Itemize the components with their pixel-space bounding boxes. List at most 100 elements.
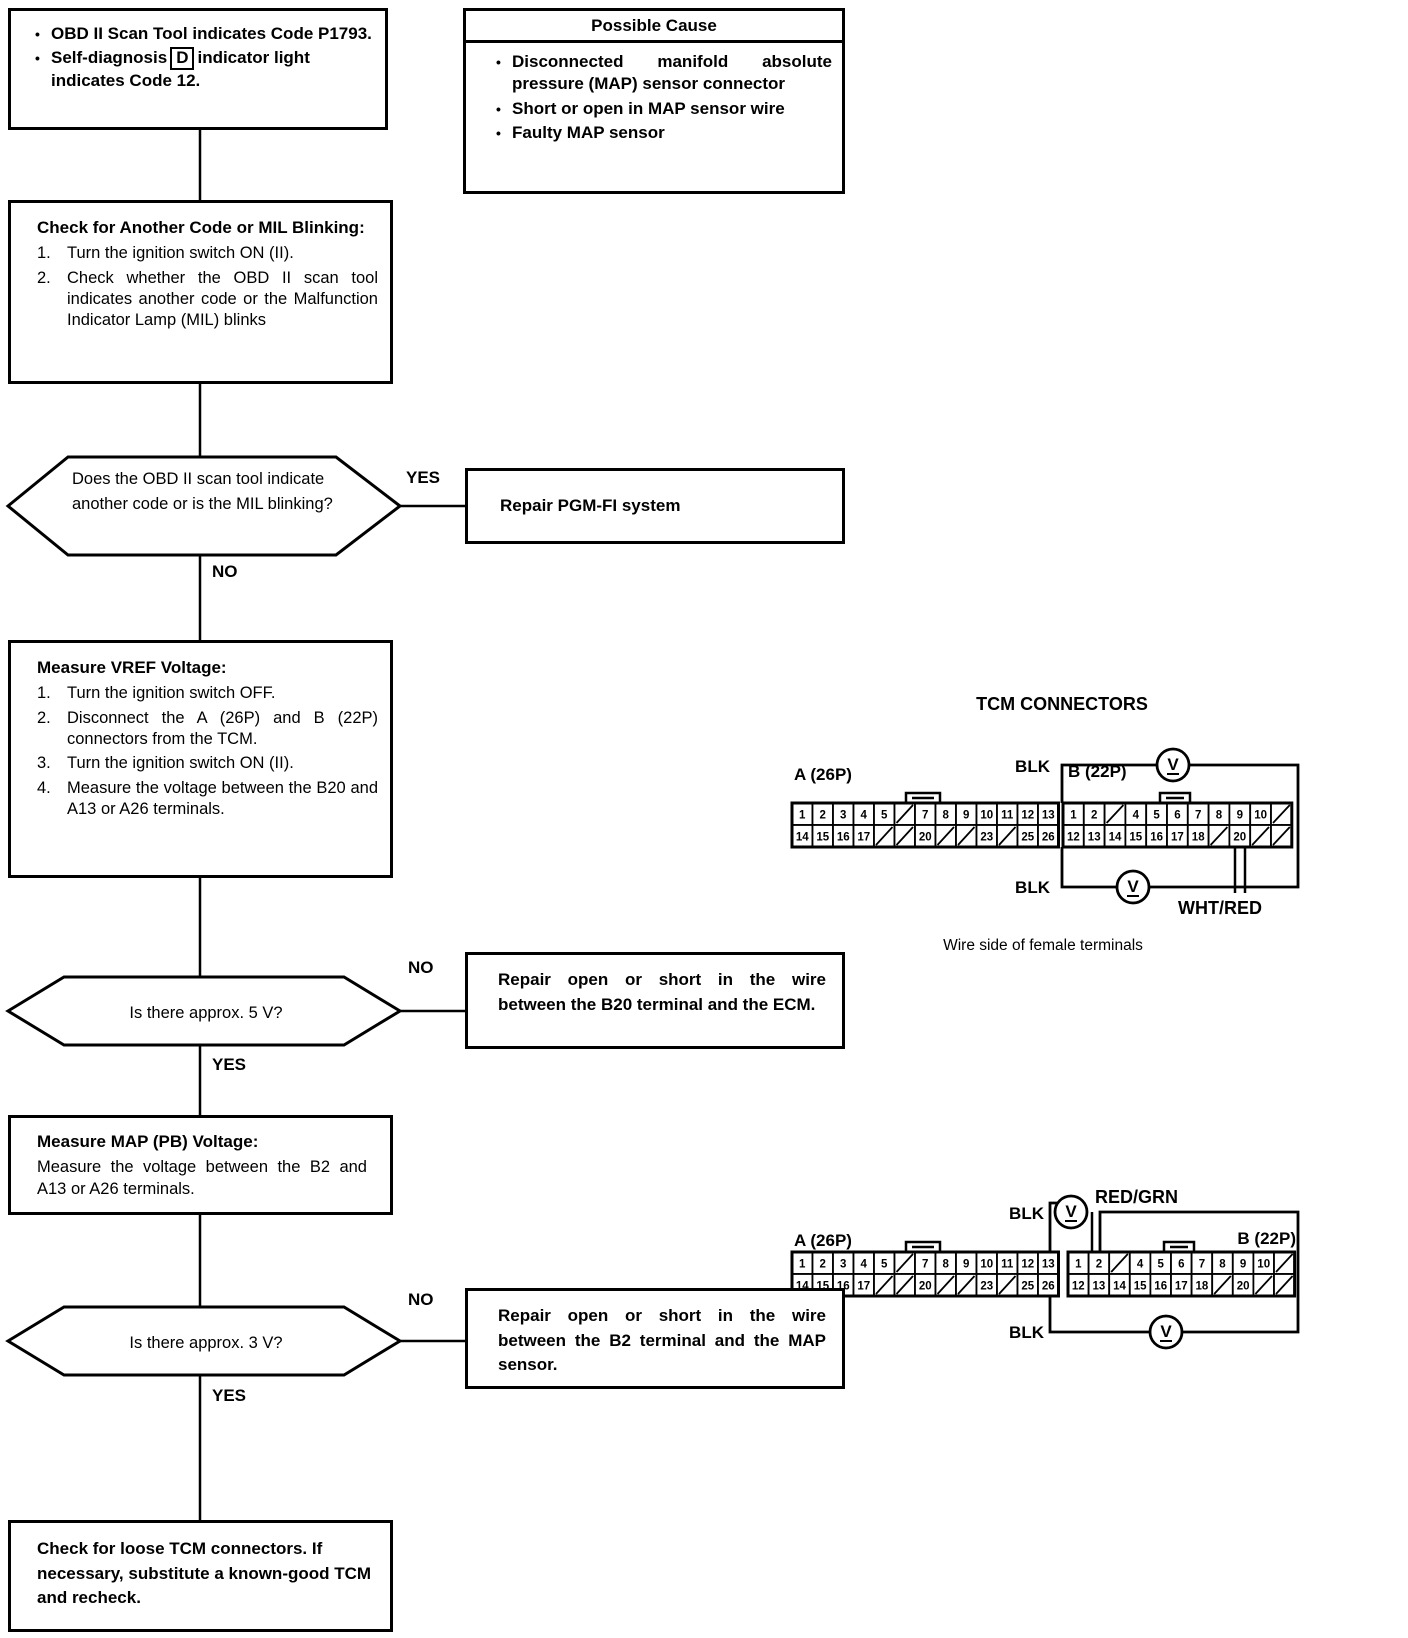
bullet-glyph: • [496, 54, 501, 70]
pin-number: 14 [1109, 832, 1122, 844]
connector-outline [790, 1250, 1060, 1298]
pin-number: 5 [881, 1259, 888, 1271]
voltmeter-symbol: V [1167, 755, 1179, 774]
step-number: 4. [37, 778, 51, 797]
check-code-step: 1. Turn the ignition switch ON (II). [37, 243, 378, 264]
pin-number: 10 [980, 1259, 993, 1271]
possible-cause-item: • Faulty MAP sensor [496, 122, 832, 144]
blanked-pin-slash [957, 826, 976, 846]
decision1-no-label: NO [212, 562, 238, 581]
pin-number: 9 [963, 810, 969, 822]
pin-number: 26 [1042, 1281, 1055, 1293]
pin-number: 5 [1157, 1259, 1164, 1271]
pin-number: 2 [1091, 810, 1097, 822]
blanked-pin-slash [1272, 826, 1291, 846]
pin-number: 12 [1021, 810, 1034, 822]
vref-step: 4. Measure the voltage between the B20 a… [37, 778, 378, 821]
step-number: 2. [37, 268, 51, 287]
blanked-pin-slash [936, 826, 955, 846]
possible-cause-item: • Short or open in MAP sensor wire [496, 98, 832, 120]
pin-number: 16 [837, 832, 850, 844]
measurement-wire-loop [1048, 1210, 1300, 1334]
pin-number: 7 [1199, 1259, 1205, 1271]
pin-number: 7 [922, 810, 928, 822]
blanked-pin-slash [895, 804, 914, 824]
repair-b2-text: Repair open or short in the wire between… [498, 1306, 826, 1375]
decision3-yes-label: YES [212, 1386, 247, 1405]
decision2-yes-label: YES [212, 1055, 247, 1074]
blanked-pin-slash [875, 1275, 894, 1295]
pin-number: 9 [963, 1259, 969, 1271]
blanked-pin-slash [875, 826, 894, 846]
pin-number: 8 [943, 1259, 950, 1271]
pin-number: 9 [1240, 1259, 1246, 1271]
wht-red-wire-label: WHT/RED [1178, 898, 1262, 918]
bullet-glyph: • [35, 26, 40, 42]
self-diagnosis-text: Self-diagnosis [51, 48, 168, 68]
step-number: 3. [37, 754, 51, 773]
step-number: 1. [37, 244, 51, 263]
repair-pgmfi-text: Repair PGM-FI system [500, 495, 681, 515]
pin-number: 12 [1021, 1259, 1034, 1271]
pin-number: 17 [857, 832, 870, 844]
vref-step: 3. Turn the ignition switch ON (II). [37, 753, 378, 774]
pin-number: 18 [1196, 1281, 1209, 1293]
pin-number: 5 [881, 810, 888, 822]
pin-number: 15 [1129, 832, 1142, 844]
voltmeter-icon: V [1053, 1194, 1089, 1230]
blanked-pin-slash [1272, 804, 1291, 824]
pin-number: 16 [1154, 1281, 1167, 1293]
measure-vref-box: Measure VREF Voltage: 1. Turn the igniti… [8, 640, 393, 878]
voltmeter-icon: V [1155, 747, 1191, 783]
bullet-glyph: • [496, 125, 501, 142]
measurement-wire-loop [1060, 763, 1300, 889]
pin-number: 20 [919, 1281, 932, 1293]
blanked-pin-slash [1110, 1253, 1129, 1273]
blanked-pin-slash [1275, 1275, 1294, 1295]
pin-number: 17 [1175, 1281, 1188, 1293]
pin-number: 4 [1133, 810, 1140, 822]
blanked-pin-slash [998, 826, 1017, 846]
decision1-hexagon [5, 455, 403, 557]
check-code-box: Check for Another Code or MIL Blinking: … [8, 200, 393, 384]
pin-number: 4 [1137, 1259, 1144, 1271]
connector-b-label: B (22P) [1237, 1229, 1296, 1248]
pin-number: 4 [861, 1259, 868, 1271]
check-code-title: Check for Another Code or MIL Blinking: [37, 218, 365, 237]
start-bullet-1: • OBD II Scan Tool indicates Code P1793. [35, 23, 375, 45]
pin-number: 3 [840, 810, 846, 822]
blanked-pin-slash [1251, 826, 1270, 846]
vref-step: 1. Turn the ignition switch OFF. [37, 683, 378, 704]
pin-number: 20 [1237, 1281, 1250, 1293]
pin-number: 2 [1096, 1259, 1102, 1271]
possible-cause-item-text: Disconnected manifold absolute pressure … [512, 52, 832, 94]
blanked-pin-slash [895, 1253, 914, 1273]
blanked-pin-slash [895, 1275, 914, 1295]
repair-pgmfi-box: Repair PGM-FI system [465, 468, 845, 544]
pin-number: 6 [1174, 810, 1180, 822]
pin-number: 13 [1093, 1281, 1106, 1293]
pin-number: 20 [919, 832, 932, 844]
pin-number: 1 [1075, 1259, 1082, 1271]
blk-wire-label-top: BLK [1015, 757, 1051, 776]
blk-wire-label-bottom: BLK [1009, 1323, 1045, 1342]
possible-cause-item-text: Faulty MAP sensor [512, 123, 665, 143]
measure-vref-title: Measure VREF Voltage: [37, 658, 227, 677]
voltmeter-icon: V [1115, 869, 1151, 905]
pin-number: 16 [1150, 832, 1163, 844]
decision1-question: Does the OBD II scan tool indicate anoth… [72, 470, 333, 513]
repair-b20-text: Repair open or short in the wire between… [498, 970, 826, 1014]
pin-number: 26 [1042, 832, 1055, 844]
connector-outline [790, 801, 1060, 849]
decision2-hexagon [5, 975, 403, 1047]
connector-outline [1061, 801, 1294, 849]
pin-number: 10 [980, 810, 993, 822]
decision1-yes-label: YES [406, 468, 441, 487]
pin-number: 8 [1219, 1259, 1226, 1271]
